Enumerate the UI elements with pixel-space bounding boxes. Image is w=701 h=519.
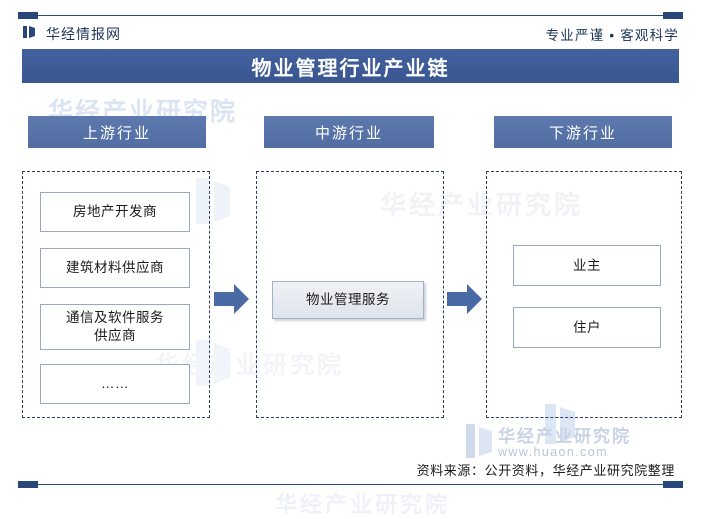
column-header-downstream-label: 下游行业 <box>548 124 617 142</box>
node-label: 建筑材料供应商 <box>66 260 164 276</box>
node-label: 住户 <box>573 319 601 335</box>
brand-name: 华经情报网 <box>46 26 121 42</box>
watermark-book-mark-icon <box>466 424 492 463</box>
arrow-upstream-to-midstream-icon <box>214 282 250 321</box>
column-header-upstream-label: 上游行业 <box>82 124 151 142</box>
column-header-midstream-label: 中游行业 <box>314 124 383 142</box>
node-label: 通信及软件服务 供应商 <box>66 310 164 343</box>
node-upstream-building-material-supplier: 建筑材料供应商 <box>40 248 190 288</box>
watermark-logo-text: 华经产业研究院 www.huaon.com <box>498 428 631 459</box>
bottom-divider-rule <box>18 481 683 488</box>
column-header-midstream: 中游行业 <box>264 116 434 148</box>
stage-container-upstream <box>22 171 210 418</box>
watermark-site-url: www.huaon.com <box>498 444 608 459</box>
node-downstream-resident: 住户 <box>513 307 661 348</box>
column-header-upstream: 上游行业 <box>28 116 206 148</box>
page-title: 物业管理行业产业链 <box>251 57 450 80</box>
arrow-midstream-to-downstream-icon <box>447 282 483 321</box>
node-upstream-real-estate-developer: 房地产开发商 <box>40 192 190 232</box>
node-midstream-property-management-service: 物业管理服务 <box>272 281 424 319</box>
watermark-institute-bottom: 华经产业研究院 <box>275 492 451 517</box>
node-label: …… <box>101 376 129 392</box>
node-label: 业主 <box>573 257 601 273</box>
node-downstream-owner: 业主 <box>513 245 661 286</box>
watermark-logo-block: 华经产业研究院 www.huaon.com <box>466 424 631 463</box>
stage-container-midstream <box>256 171 444 418</box>
source-note: 资料来源：公开资料，华经产业研究院整理 <box>416 463 675 478</box>
stage-container-downstream <box>486 171 682 418</box>
top-divider-rule <box>18 12 683 19</box>
node-label: 物业管理服务 <box>306 292 390 308</box>
brand-logo: 华经情报网 <box>22 24 121 45</box>
node-label: 房地产开发商 <box>73 204 157 220</box>
page-header: 华经情报网 专业严谨 • 客观科学 <box>22 20 679 48</box>
infographic-page: 华经情报网 专业严谨 • 客观科学 华经产业研究院 华经产业研究院 华经产业研究… <box>18 12 683 517</box>
header-tagline: 专业严谨 • 客观科学 <box>545 28 679 43</box>
main-title-bar: 物业管理行业产业链 <box>22 49 679 83</box>
node-upstream-others: …… <box>40 364 190 404</box>
node-upstream-comm-software-supplier: 通信及软件服务 供应商 <box>40 304 190 350</box>
book-mark-icon <box>22 24 38 45</box>
column-header-downstream: 下游行业 <box>494 116 672 148</box>
watermark-institute-name: 华经产业研究院 <box>498 427 631 447</box>
